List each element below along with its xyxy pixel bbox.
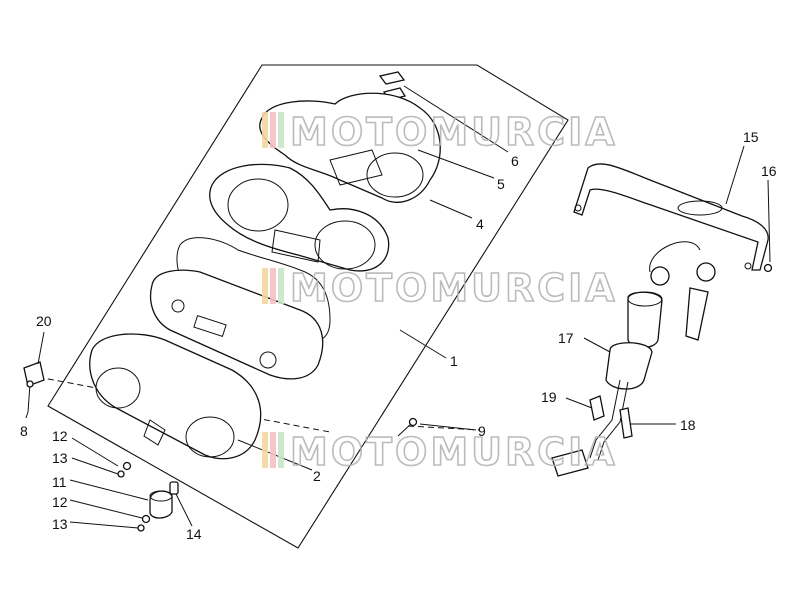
part-13-nut-a [117, 470, 125, 478]
callout-18: 18 [680, 417, 696, 433]
callout-20: 20 [36, 313, 52, 329]
watermark-logo-3: MOTOMURCIA [262, 429, 618, 475]
part-4-instrument-housing [209, 163, 390, 272]
watermark-text-3: MOTOMURCIA [290, 430, 618, 474]
callout-15: 15 [743, 129, 759, 145]
callout-12-b: 12 [52, 494, 68, 510]
part-12-washer-a [122, 461, 132, 471]
callout-8: 8 [20, 423, 28, 439]
part-9-bolt [397, 417, 418, 437]
part-20-plate [23, 361, 45, 387]
part-11-bushing [149, 490, 173, 519]
part-5-rear-cover [259, 92, 441, 203]
callout-16: 16 [761, 163, 777, 179]
part-19-bolt [589, 395, 605, 421]
watermark-logo-2: MOTOMURCIA [262, 265, 618, 311]
callout-labels: 1 2 4 5 6 8 9 11 12 12 13 13 14 15 16 17… [20, 129, 777, 542]
part-12-washer-b [141, 514, 151, 524]
callout-13-b: 13 [52, 516, 68, 532]
part-circuit-board [149, 269, 324, 380]
wiring-connector [551, 379, 629, 477]
watermark-text-2: MOTOMURCIA [290, 266, 618, 310]
callout-1: 1 [450, 353, 458, 369]
watermark-text-1: MOTOMURCIA [290, 110, 618, 154]
callout-11: 11 [52, 474, 67, 490]
callout-2: 2 [313, 468, 321, 484]
part-14-stud [169, 481, 179, 495]
part-8-screw [26, 380, 34, 413]
callout-19: 19 [541, 389, 557, 405]
leader-lines [25, 85, 771, 529]
callout-13-a: 13 [52, 450, 68, 466]
callout-6: 6 [511, 153, 519, 169]
watermark-group: MOTOMURCIA MOTOMURCIA MOTOMURCIA [262, 109, 618, 475]
callout-5: 5 [497, 176, 505, 192]
part-17-ignition-switch [605, 241, 716, 390]
assembly-outline [47, 64, 569, 549]
callout-14: 14 [186, 526, 202, 542]
watermark-logo-1: MOTOMURCIA [262, 109, 618, 155]
callout-12-a: 12 [52, 428, 68, 444]
callout-4: 4 [476, 216, 484, 232]
part-16-screw [763, 263, 773, 273]
callout-9: 9 [478, 423, 486, 439]
part-2-rear-housing [89, 333, 262, 460]
part-15-bracket [573, 163, 769, 271]
part-13-nut-b [137, 524, 145, 532]
part-18-bolt [619, 407, 633, 439]
callout-17: 17 [558, 330, 574, 346]
